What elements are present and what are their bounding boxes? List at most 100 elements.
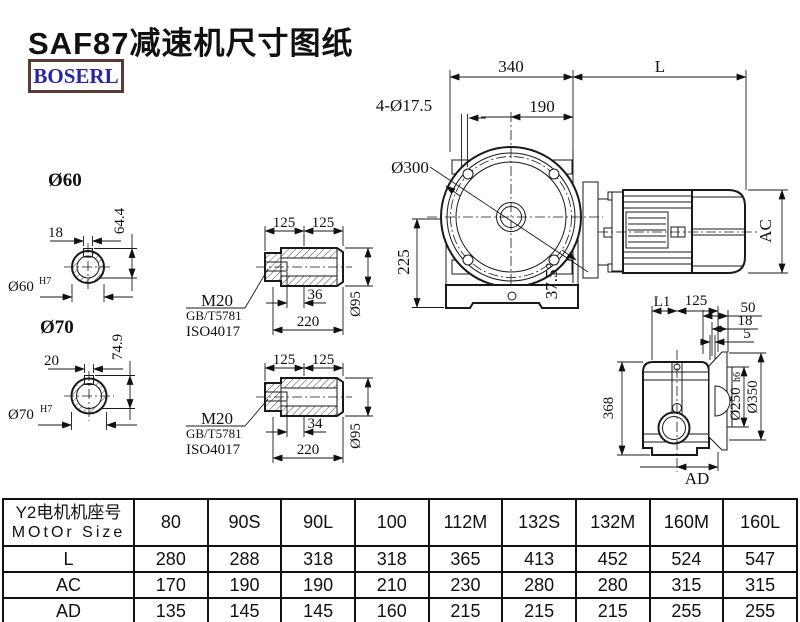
table-col-132m: 132M (574, 498, 651, 547)
hollowbot-dia: Ø95 (348, 423, 364, 449)
shaft60-depth: 64.4 (112, 207, 128, 234)
side-5: 5 (743, 326, 751, 342)
front-motor-height: AC (756, 219, 775, 243)
motor-dimension-table: Y2电机机座号 MOtOr Size 80 90S 90L 100 112M 1… (2, 498, 798, 622)
cell-AC-4: 230 (427, 571, 504, 599)
cell-AC-6: 280 (574, 571, 651, 599)
side-view: L1 125 50 18 5 368 (601, 293, 766, 488)
table-col-112m: 112M (427, 498, 504, 547)
cell-AD-0: 135 (133, 597, 209, 622)
cell-L-4: 365 (427, 545, 504, 573)
cell-L-2: 318 (280, 545, 356, 573)
hollow-shaft-bottom: 125 125 34 220 Ø95 M20 GB/T5781 ISO4017 (186, 352, 373, 463)
hollowtop-keylen: 36 (308, 287, 324, 303)
cell-L-3: 318 (353, 545, 430, 573)
hollowbot-keylen: 34 (308, 416, 324, 432)
hollowtop-seg1: 125 (273, 215, 296, 231)
cell-AC-7: 315 (648, 571, 725, 599)
shaft60-keywidth: 18 (48, 225, 63, 241)
cell-AD-3: 160 (353, 597, 430, 622)
table-row-AD: AD 135 145 145 160 215 215 215 255 255 (2, 597, 798, 622)
front-offset: 190 (529, 97, 555, 116)
side-18: 18 (738, 313, 753, 329)
table-header-motor-size: Y2电机机座号 MOtOr Size (2, 498, 135, 547)
hollowbot-thread: M20 (201, 409, 233, 428)
front-angle: 37.5° (542, 263, 561, 300)
table-col-160l: 160L (722, 498, 798, 547)
shaft60-section: Ø60 18 64.4 Ø6 (8, 170, 137, 302)
front-len: L (655, 57, 665, 76)
side-ad: AD (685, 469, 710, 488)
hollowbot-std1: GB/T5781 (186, 426, 242, 441)
cell-AD-4: 215 (427, 597, 504, 622)
cell-AC-8: 315 (722, 571, 798, 599)
table-header-cn: Y2电机机座号 (15, 502, 122, 522)
shaft70-keywidth: 20 (44, 353, 59, 369)
side-flange-od: Ø350 (745, 380, 761, 413)
table-row-AC: AC 170 190 190 210 230 280 280 315 315 (2, 571, 798, 599)
cell-L-6: 452 (574, 545, 651, 573)
cell-L-8: 547 (722, 545, 798, 573)
cell-AC-3: 210 (353, 571, 430, 599)
front-flange-dia: Ø300 (391, 158, 429, 177)
cell-AC-2: 190 (280, 571, 356, 599)
cell-L-0: 280 (133, 545, 209, 573)
table-col-132s: 132S (501, 498, 577, 547)
shaft60-dia-label: Ø60 (48, 170, 82, 191)
table-col-90s: 90S (206, 498, 283, 547)
brand-logo-text: BOSERL (33, 63, 119, 88)
hollowtop-std2: ISO4017 (186, 324, 241, 340)
shaft70-depth: 74.9 (110, 334, 126, 360)
brand-logo: BOSERL (28, 59, 124, 93)
row-label-L: L (2, 545, 135, 573)
hollowtop-thread: M20 (201, 291, 233, 310)
front-view: Ø300 340 L 190 4-Ø17.5 225 37.5° (376, 57, 788, 309)
cell-AD-5: 215 (501, 597, 577, 622)
cell-AD-2: 145 (280, 597, 356, 622)
front-holes: 4-Ø17.5 (376, 96, 432, 115)
hollowtop-dia: Ø95 (348, 291, 364, 317)
hollowbot-length: 220 (297, 442, 320, 458)
hollowtop-length: 220 (297, 314, 320, 330)
side-spigot-dia: Ø250 (728, 387, 744, 420)
page-title: SAF87减速机尺寸图纸 (28, 26, 354, 61)
table-header-row: Y2电机机座号 MOtOr Size 80 90S 90L 100 112M 1… (2, 498, 798, 547)
shaft70-section: Ø70 20 74.9 Ø7 (8, 317, 137, 430)
side-l1: L1 (654, 294, 671, 310)
front-width: 340 (498, 57, 524, 76)
row-label-AC: AC (2, 571, 135, 599)
technical-drawing: Ø60 18 64.4 Ø6 (8, 57, 788, 488)
shaft70-dia-label: Ø70 (40, 317, 74, 338)
hollowtop-std1: GB/T5781 (186, 308, 242, 323)
cell-AD-6: 215 (574, 597, 651, 622)
side-height: 368 (601, 397, 617, 420)
hollowbot-std2: ISO4017 (186, 442, 241, 458)
side-spigot-fit: h6 (732, 372, 743, 382)
shaft60-bore: Ø60 (8, 279, 34, 295)
cell-AD-8: 255 (722, 597, 798, 622)
cell-L-1: 288 (206, 545, 283, 573)
hollowtop-seg2: 125 (312, 215, 335, 231)
cell-L-5: 413 (501, 545, 577, 573)
shaft70-bore: Ø70 (8, 407, 34, 423)
side-50: 50 (741, 300, 756, 316)
cell-AC-0: 170 (133, 571, 209, 599)
side-125: 125 (685, 293, 708, 309)
table-row-L: L 280 288 318 318 365 413 452 524 547 (2, 545, 798, 573)
cell-AD-1: 145 (206, 597, 283, 622)
hollowbot-seg1: 125 (273, 352, 296, 368)
table-col-160m: 160M (648, 498, 725, 547)
shaft70-bore-fit: H7 (40, 404, 52, 415)
front-height: 225 (394, 249, 413, 275)
row-label-AD: AD (2, 597, 135, 622)
table-col-80: 80 (133, 498, 209, 547)
table-header-en: MOtOr Size (11, 523, 126, 541)
cell-AC-1: 190 (206, 571, 283, 599)
shaft60-bore-fit: H7 (39, 276, 51, 287)
table-col-100: 100 (353, 498, 430, 547)
hollowbot-seg2: 125 (312, 352, 335, 368)
cell-L-7: 524 (648, 545, 725, 573)
cell-AC-5: 280 (501, 571, 577, 599)
table-col-90l: 90L (280, 498, 356, 547)
